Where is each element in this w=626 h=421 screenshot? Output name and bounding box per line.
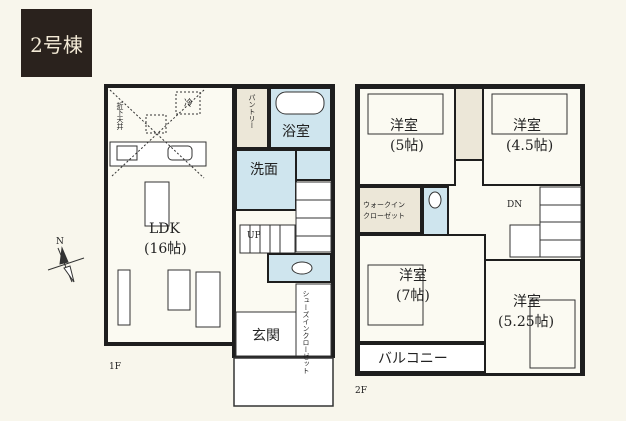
room3-name: 洋室: [399, 267, 427, 284]
room3-size: (7帖): [396, 288, 430, 304]
bed-icon: [367, 93, 444, 135]
wic-label-1: ウォークイン: [363, 201, 405, 209]
fridge-label: 冷: [184, 97, 193, 109]
sofa: [195, 271, 221, 328]
western-room-5-25: [484, 259, 582, 375]
pantry-label: パントリー: [248, 94, 256, 129]
bed-icon: [367, 264, 424, 326]
room4-name: 洋室: [513, 293, 541, 310]
bath-label: 浴室: [282, 123, 310, 140]
stairs-2f: [509, 186, 582, 258]
bed-icon: [491, 93, 568, 135]
toilet-icon: [291, 261, 313, 275]
wic-label-2: クローゼット: [363, 211, 405, 220]
room1-size: (5帖): [390, 138, 424, 154]
room1-name: 洋室: [390, 117, 418, 134]
balcony-label: バルコニー: [378, 351, 448, 367]
stairs-1f: [239, 181, 332, 254]
stairs-up-label: UP: [247, 231, 261, 241]
shoe-closet-label: シューズインクローゼット: [302, 290, 310, 374]
washroom-label: 洗面: [250, 162, 278, 178]
tv-stand: [117, 269, 131, 326]
bathtub-icon: [275, 91, 325, 115]
entrance-label: 玄関: [252, 327, 280, 344]
washroom: [235, 149, 297, 211]
pantry: [235, 87, 269, 149]
compass-icon: [47, 246, 85, 283]
stove-icon: [116, 145, 138, 161]
building-label: 2号棟: [21, 9, 92, 77]
coffee-table: [167, 269, 191, 311]
fridge-space: [175, 91, 201, 115]
compass-north-label: N: [56, 237, 64, 247]
floor2: [355, 84, 585, 376]
closet: [454, 87, 484, 161]
stairs-down-label: DN: [507, 200, 522, 210]
western-room-7: [358, 234, 486, 343]
room2-name: 洋室: [513, 117, 541, 134]
shoe-closet: [295, 283, 332, 357]
toilet-icon: [428, 191, 442, 209]
walk-in-closet: [358, 186, 422, 234]
entrance: [235, 311, 297, 357]
dining-table: [144, 181, 170, 227]
room2-size: (4.5帖): [506, 138, 553, 154]
sink-icon: [167, 145, 193, 161]
porch: [233, 357, 334, 407]
floor1: [104, 84, 335, 407]
western-room-4-5: [482, 87, 582, 186]
floor1-label: 1F: [109, 362, 121, 372]
balcony: [358, 343, 486, 373]
floor2-label: 2F: [355, 386, 367, 396]
room4-size: (5.25帖): [498, 314, 554, 330]
bed-icon: [529, 299, 576, 369]
lowered-ceiling-label: 折下天井: [116, 101, 124, 131]
ldk-size-label: (16帖): [144, 241, 187, 257]
western-room-5: [358, 87, 456, 186]
ldk-label: LDK: [149, 221, 181, 237]
